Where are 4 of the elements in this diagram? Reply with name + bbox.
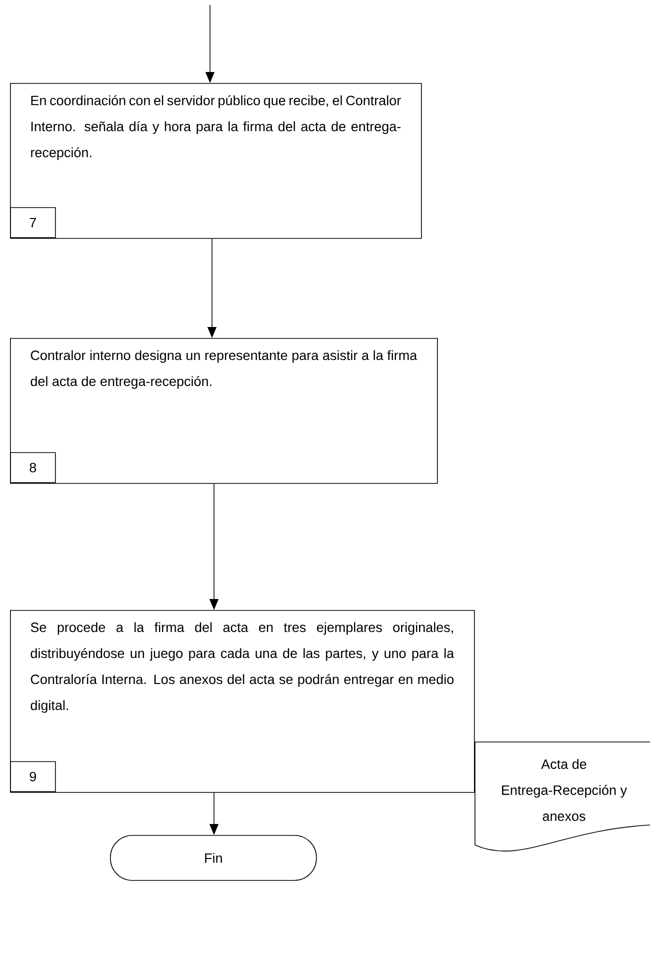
step-number: 8 bbox=[10, 452, 56, 483]
step-number: 9 bbox=[10, 761, 56, 792]
step-number: 7 bbox=[10, 207, 56, 238]
terminator: Fin bbox=[110, 835, 317, 881]
